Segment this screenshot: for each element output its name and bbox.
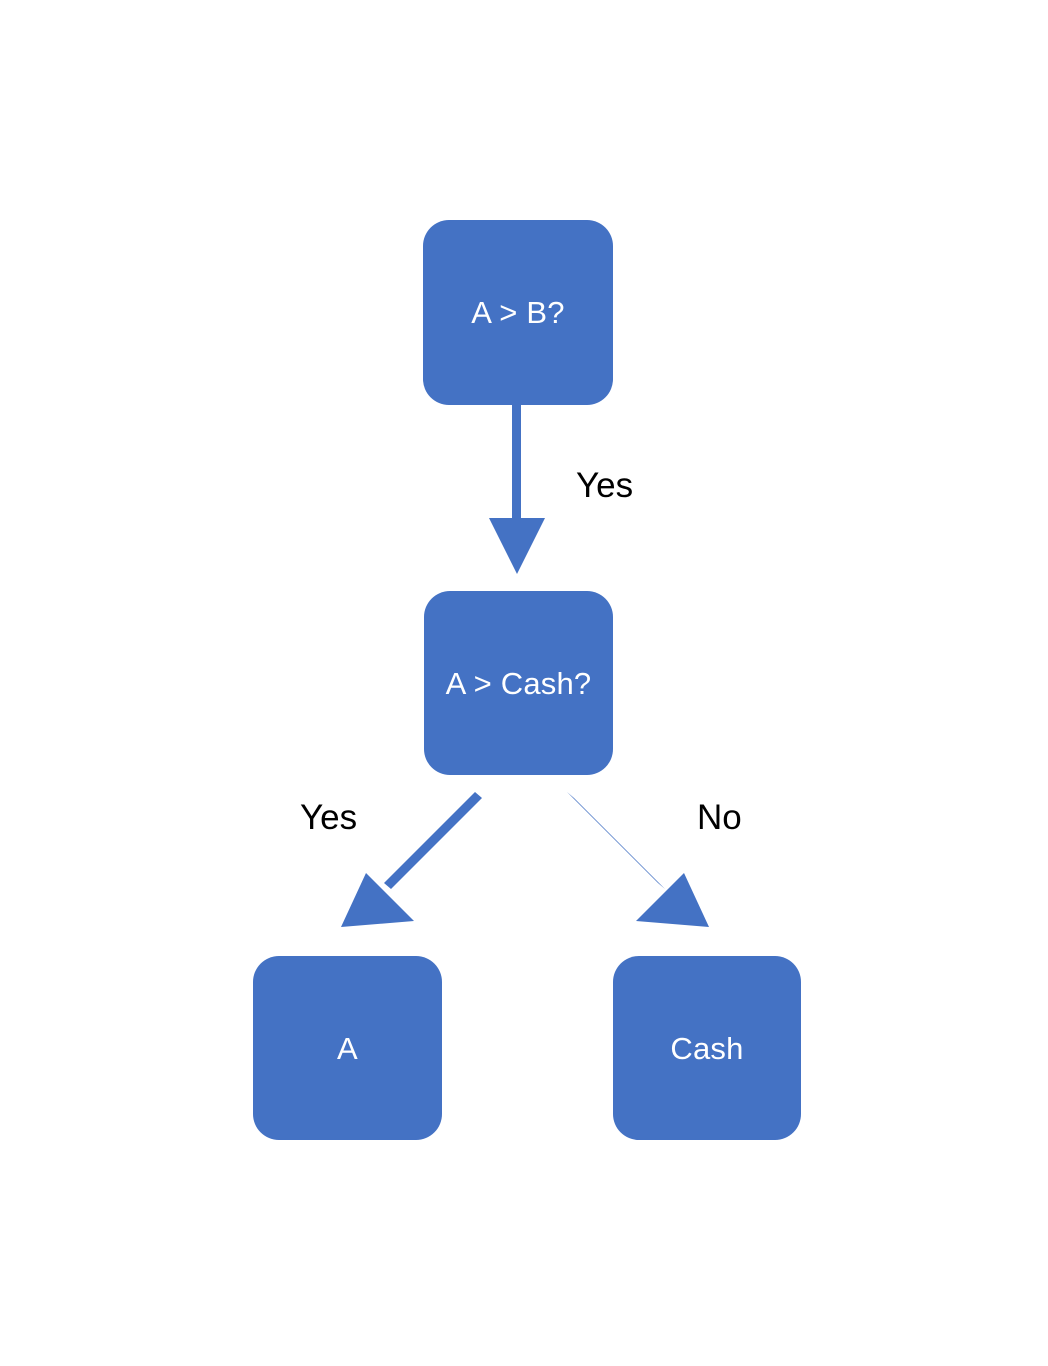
node-label: A > B? bbox=[471, 295, 565, 330]
edge-acash-to-cash bbox=[567, 792, 709, 927]
node-outcome-a[interactable]: A bbox=[253, 956, 442, 1140]
edge-label-no-right: No bbox=[697, 798, 742, 837]
edge-label-yes-left: Yes bbox=[300, 798, 358, 837]
node-label: A > Cash? bbox=[445, 665, 592, 701]
edge-label-yes-top: Yes bbox=[576, 466, 634, 505]
node-decision-a-greater-b[interactable]: A > B? bbox=[423, 220, 613, 405]
node-decision-a-greater-cash[interactable]: A > Cash? bbox=[424, 591, 613, 775]
node-label: Cash bbox=[670, 1030, 744, 1066]
edge-ab-to-acash bbox=[489, 405, 545, 574]
node-outcome-cash[interactable]: Cash bbox=[613, 956, 801, 1140]
edge-acash-to-a bbox=[341, 792, 482, 927]
node-label: A bbox=[337, 1030, 358, 1066]
